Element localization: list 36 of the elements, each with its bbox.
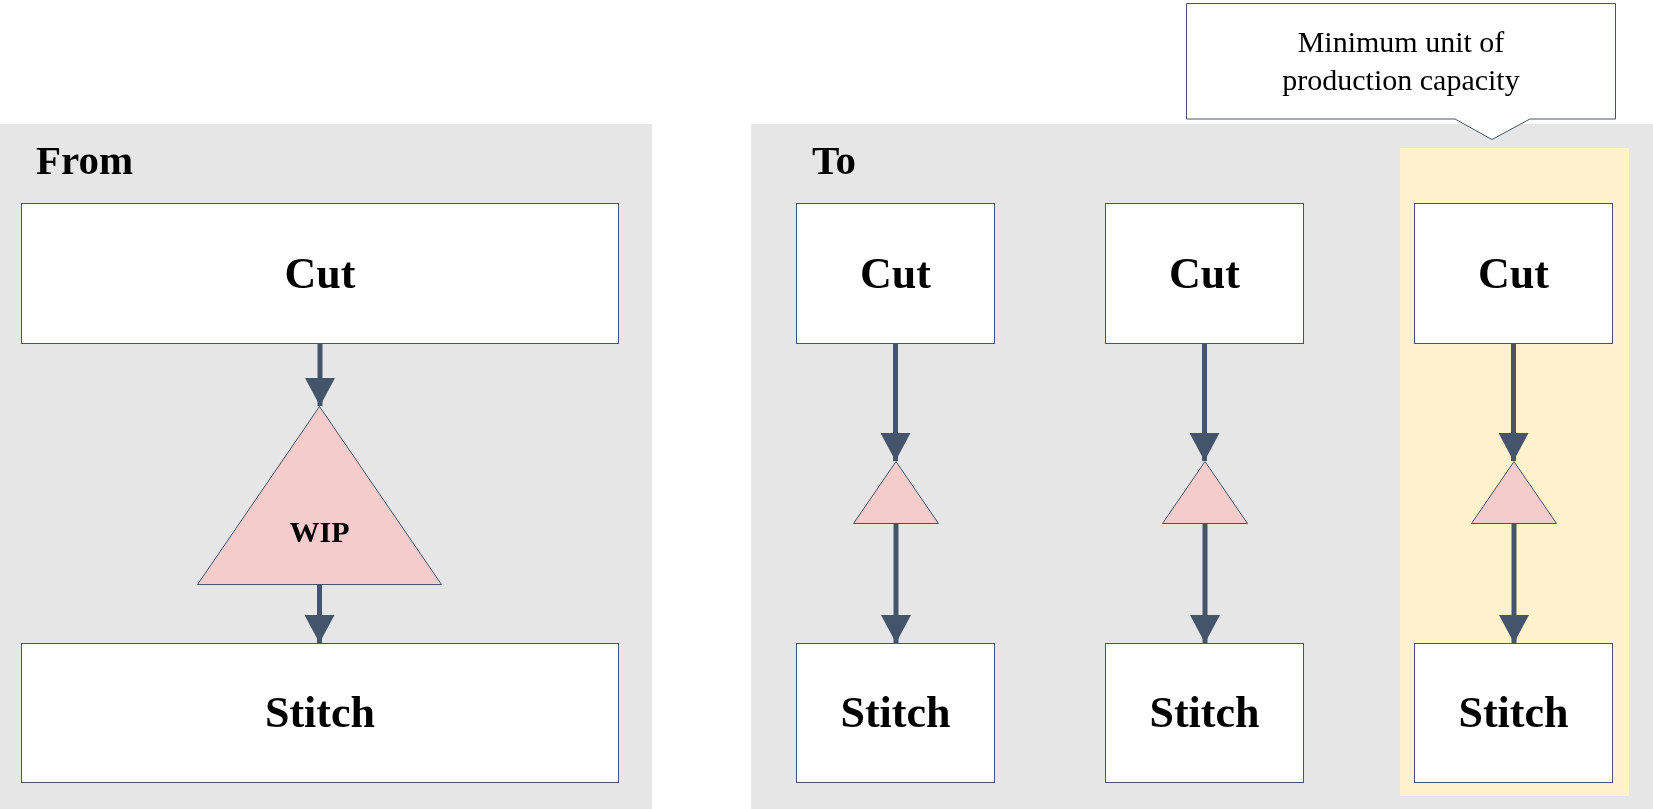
process-box	[1105, 643, 1304, 783]
process-label: Cut	[284, 251, 356, 296]
panel-heading: To	[812, 140, 857, 181]
panel	[0, 124, 652, 809]
wip-triangle	[1162, 461, 1248, 524]
process-label: Cut	[860, 251, 931, 296]
arrow	[1499, 524, 1529, 643]
arrow	[305, 344, 335, 406]
arrow	[304, 585, 335, 643]
process-box	[1414, 643, 1613, 783]
process-box	[796, 203, 995, 344]
process-label: Stitch	[265, 691, 375, 735]
panel-heading: From	[36, 140, 134, 181]
process-label: Stitch	[840, 691, 951, 735]
wip-label: WIP	[289, 517, 350, 547]
process-box	[796, 643, 995, 783]
process-label: Stitch	[1149, 691, 1260, 735]
arrow	[881, 524, 911, 643]
process-label: Stitch	[1458, 691, 1569, 735]
wip-triangle	[197, 406, 442, 585]
wip-triangle	[853, 461, 939, 524]
callout-box	[1186, 3, 1616, 140]
panel	[751, 124, 1653, 809]
process-box	[21, 203, 619, 344]
arrow	[1189, 344, 1220, 461]
callout-text: Minimum unit of production capacity	[1281, 24, 1521, 98]
arrow	[1498, 344, 1529, 461]
wip-triangle	[1471, 461, 1557, 524]
process-box	[1105, 203, 1304, 344]
process-box	[21, 643, 619, 783]
process-box	[1414, 203, 1613, 344]
highlight-band	[1400, 148, 1629, 796]
arrow	[1190, 524, 1220, 643]
process-label: Cut	[1169, 251, 1240, 296]
arrow	[880, 344, 911, 461]
process-label: Cut	[1478, 251, 1549, 296]
